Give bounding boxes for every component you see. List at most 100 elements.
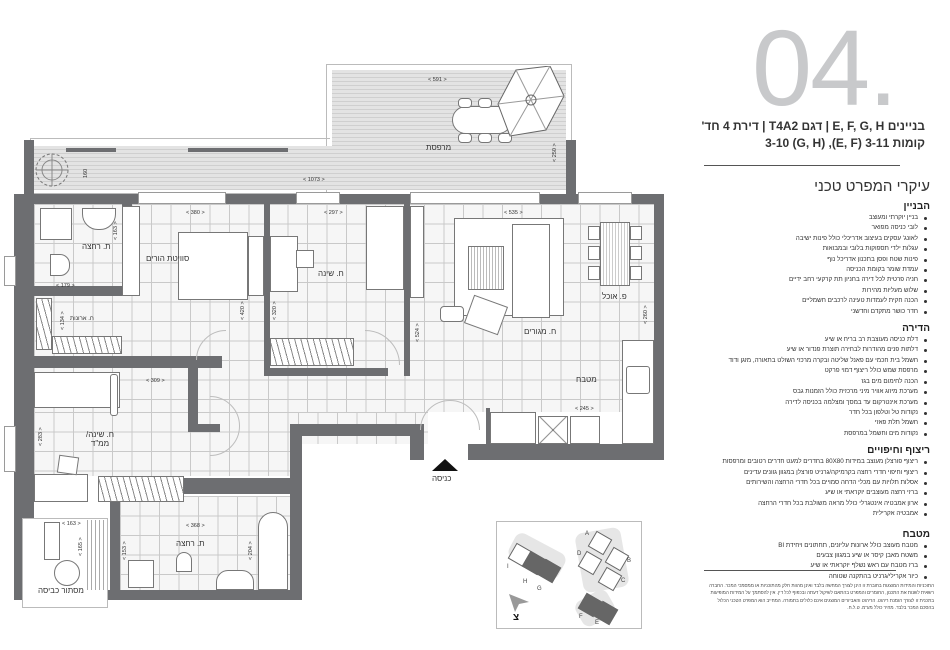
dimension: < 420 > — [240, 301, 246, 320]
wall — [34, 356, 222, 368]
chair-icon — [588, 266, 600, 280]
spec-item: חניה פרטית לכל דירה בחניון תת קרקעי רחב … — [690, 275, 927, 285]
window — [4, 256, 16, 286]
dimension: 160 — [83, 168, 89, 178]
spec-item: מערכת אינטרקום עד במסך ומצלמה בכניסה לדי… — [690, 398, 927, 408]
dimension: < 245 > — [575, 406, 594, 412]
room-label-mamad: ח. שינה/ ממ"ד — [86, 430, 114, 448]
wall — [540, 194, 578, 204]
dining-table — [600, 222, 630, 286]
chair-icon — [478, 98, 492, 108]
window — [4, 426, 16, 472]
dimension: < 380 > — [186, 210, 205, 216]
chair-icon — [588, 226, 600, 240]
spec-item: לובי כניסה מפואר — [690, 223, 927, 233]
spec-item: חשמל תלת פאזי — [690, 418, 927, 428]
room-label-mamad-line1: ח. שינה/ — [86, 430, 115, 439]
chair-icon — [56, 454, 80, 476]
window — [296, 192, 340, 204]
key-plan-label: E — [595, 620, 600, 626]
spec-item: מערכת מיזוג אוויר מיני מרכזית כולל הזמנו… — [690, 387, 927, 397]
dimension: < 179 > — [56, 283, 75, 289]
plant-icon — [35, 153, 69, 187]
dimension: < 134 > — [60, 311, 66, 330]
dimension: < 283 > — [38, 427, 44, 446]
wall — [34, 286, 122, 296]
key-plan-label: I — [507, 564, 509, 570]
bathtub — [258, 512, 288, 590]
room-label-master-suite: סוויטת הורים — [146, 254, 190, 263]
sink-icon — [216, 570, 254, 590]
specs-list-kitchen: מטבח מעוצב כולל ארונות עליונים, תחתונים … — [690, 541, 930, 583]
spec-item: אמבטיה אקרילית — [690, 509, 927, 519]
spec-item: ריצוף וחיפוי חדרי רחצה בקרמיקה/גרניט פור… — [690, 468, 927, 478]
spec-item: ברז מטבח עם ראש נשלף יוקראתי או שיע — [690, 561, 927, 571]
header-divider — [704, 165, 900, 166]
key-plan-label: D — [577, 551, 582, 557]
chair-icon — [296, 250, 314, 268]
room-label-kitchen: מטבח — [576, 375, 597, 384]
wall — [566, 140, 576, 196]
plan-title-line1: בניינים E, F, G, H | דגם T4A2 | דירת 4 ח… — [701, 119, 925, 133]
key-plan-label: B — [627, 558, 632, 564]
kitchen-sink-icon — [626, 366, 650, 394]
toilet-icon — [50, 254, 70, 276]
spec-item: נקודות מים וחשמל במרפסת — [690, 429, 927, 439]
wall — [264, 368, 388, 376]
wall — [14, 590, 302, 600]
plan-number: 04. — [752, 7, 898, 128]
wall — [226, 194, 296, 204]
spec-item: דלת כניסה מעוצבת רב בריח או שיע — [690, 335, 927, 345]
room-label-bath2: ת. רחצה — [176, 539, 205, 548]
wall — [14, 194, 34, 600]
room-label-dining: פ. אוכל — [602, 292, 627, 301]
dimension: < 309 > — [146, 378, 165, 384]
key-plan-label: C — [621, 578, 626, 584]
spec-item: הכנה חקית לעמדות טעינה לרכבים חשמליים — [690, 296, 927, 306]
room-label-mamad-line2: ממ"ד — [90, 439, 110, 448]
dimension: < 591 > — [428, 77, 447, 83]
floor-lower-left — [34, 412, 298, 476]
wall — [188, 424, 220, 432]
spec-item: ארון אמבטיה אינטגרלי כולל מראה משולבת בכ… — [690, 499, 927, 509]
bed-single — [366, 206, 404, 290]
north-label: צ — [513, 612, 520, 623]
dimension: < 320 > — [272, 301, 278, 320]
wardrobe — [410, 206, 424, 298]
wall — [468, 444, 664, 460]
wall — [340, 194, 410, 204]
spec-item: אסלות תלויות עם מכלי הדחה סמויים בכל חדר… — [690, 478, 927, 488]
wall — [14, 194, 138, 204]
specs-list-flooring: ריצוף פורצלן מעוצב במידות 80X80 בחדרים ל… — [690, 457, 930, 519]
closet — [98, 476, 184, 502]
closet — [52, 336, 122, 354]
spec-item: מרפסת שמש כולל ריצוף דמוי פרקט — [690, 366, 927, 376]
balcony-planter — [188, 148, 288, 152]
dimension: < 368 > — [186, 523, 205, 529]
spec-item: משטח מאבן קיסר או שיע במגוון צבעים — [690, 551, 927, 561]
chair-icon — [458, 98, 472, 108]
north-arrow-icon — [509, 594, 529, 612]
entrance-label: כניסה — [432, 474, 452, 483]
shower-icon — [40, 208, 72, 240]
spec-item: כיור אקרילי/גרניט בהתקנה שטוחה — [690, 572, 927, 582]
key-plan: A B C D E F G H I צ — [496, 521, 642, 630]
refrigerator — [490, 412, 536, 444]
spec-item: חשמל בית חכמי עם פאנל שליטה ובקרה מרכזי … — [690, 356, 927, 366]
dimension: < 204 > — [248, 541, 254, 560]
bed-single — [34, 372, 120, 408]
wall — [654, 194, 664, 460]
desk — [270, 236, 298, 292]
chair-icon — [630, 226, 642, 240]
wall — [290, 424, 420, 436]
water-heater — [54, 560, 80, 586]
dimension: < 535 > — [504, 210, 523, 216]
umbrella-icon — [497, 66, 565, 137]
disclaimer-text: התוכניות והמידות המוצגות בחוברת זו הינן … — [709, 583, 934, 610]
specs-heading: עיקרי המפרט טכני — [814, 178, 930, 195]
wall — [188, 368, 198, 424]
chair-icon — [498, 133, 512, 143]
footer-divider — [704, 570, 896, 571]
window — [410, 192, 540, 204]
entrance-arrow-icon — [432, 459, 458, 471]
